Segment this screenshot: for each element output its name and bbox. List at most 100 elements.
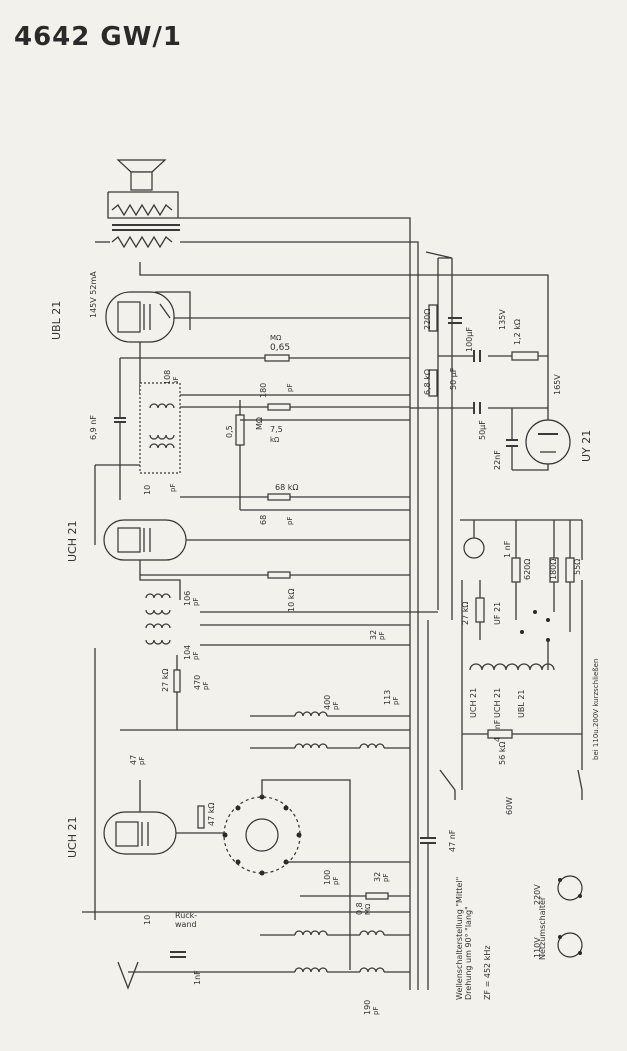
label-c10: 10: [143, 485, 152, 495]
label-heater-uch-b: UCH 21: [493, 688, 502, 718]
note-if-frequency: ZF = 452 kHz: [483, 945, 492, 1000]
label-r75: 7,5: [270, 425, 283, 434]
label-r08-unit: MΩ: [364, 903, 372, 915]
tube-uy21: [525, 419, 571, 465]
if-transformer-2: [145, 593, 171, 645]
resistor-12k: [511, 351, 539, 361]
resistor-68k: [267, 493, 291, 501]
model-title: 4642 GW/1: [14, 22, 183, 52]
label-c32-unit: pF: [378, 632, 386, 640]
label-tube-uch21-mixer: UCH 21: [66, 521, 79, 563]
label-c47: 47: [129, 755, 138, 765]
label-c106-unit: pF: [192, 598, 200, 606]
label-r27kb: 27 kΩ: [461, 602, 470, 625]
tube-ubl21: [105, 291, 175, 343]
label-r220: 220Ω: [423, 309, 432, 330]
label-c50u-b: 50µF: [478, 420, 487, 440]
label-heater-uch-a: UCH 21: [469, 688, 478, 718]
label-r135: 135V: [498, 309, 507, 330]
label-tube-ubl21: UBL 21: [50, 301, 63, 340]
label-c400: 400: [323, 695, 332, 710]
label-c104: 104: [183, 645, 192, 660]
label-r165: 165V: [553, 374, 562, 395]
resistor-56k: [487, 729, 513, 739]
label-tube-uy21: UY 21: [580, 430, 593, 462]
antenna-symbol: [117, 961, 139, 990]
label-r12k: 1,2 kΩ: [513, 319, 522, 345]
note-voltage: bei 110u.200V kurzschließen: [592, 659, 600, 760]
label-c470-unit: pF: [202, 682, 210, 690]
label-c10-unit: pF: [169, 484, 177, 492]
label-c69n: 6,9 nF: [89, 415, 98, 440]
resistor-47k: [197, 805, 205, 829]
label-r180: 180Ω: [549, 559, 558, 580]
output-transformer: [111, 203, 180, 249]
label-pot05-unit: MΩ: [255, 417, 264, 430]
label-rail-145v: 145V 52mA: [89, 271, 98, 318]
resistor-75k: [267, 403, 291, 411]
tube-uch21-mixer: [103, 519, 187, 561]
label-c106: 106: [183, 591, 192, 606]
resistor-68m: [428, 369, 438, 397]
pilot-lamp: [463, 537, 485, 559]
label-c190-unit: pF: [372, 1007, 380, 1015]
label-c50u: 50 µF: [449, 367, 458, 390]
note-switch-position: Wellenschalterstellung "Mittel"Drehung u…: [455, 877, 473, 1000]
label-r620: 620Ω: [523, 559, 532, 580]
label-heater-ubl: UBL 21: [517, 689, 526, 718]
label-c100u: 100µF: [465, 327, 474, 352]
label-c100-unit: pF: [332, 877, 340, 885]
label-c32b-unit: pF: [382, 874, 390, 882]
label-c104-unit: pF: [192, 652, 200, 660]
label-r47k: 47 kΩ: [207, 803, 216, 826]
label-v220: 220V: [533, 884, 542, 905]
label-r68m: 6,8 kΩ: [423, 369, 432, 395]
label-c68: 68: [259, 515, 268, 525]
label-c108: 108: [163, 370, 172, 385]
resistor-10k: [267, 571, 291, 579]
label-c400-unit: pF: [332, 702, 340, 710]
label-tube-uch21-input: UCH 21: [66, 817, 79, 859]
label-r75-unit: kΩ: [270, 436, 280, 444]
label-v110: 110V: [533, 937, 542, 958]
label-c190: 190: [363, 1000, 372, 1015]
label-c1nf: 1 nF: [503, 540, 512, 558]
label-r55: 55Ω: [573, 559, 582, 575]
label-uf21: UF 21: [493, 602, 502, 625]
resistor-065: [264, 354, 290, 362]
resistor-220: [428, 304, 438, 332]
label-pot05: 0,5: [225, 425, 234, 438]
label-c32b: 32: [373, 872, 382, 882]
label-c180: 180: [259, 383, 268, 398]
wave-band-switch[interactable]: [222, 794, 302, 876]
resistor-27kb: [475, 597, 485, 623]
if-transformer-1: [139, 382, 181, 474]
resistor-27k: [173, 669, 181, 693]
label-c113-unit: pF: [392, 697, 400, 705]
label-c10b: 10: [143, 915, 152, 925]
label-lamp: 60W: [505, 797, 514, 815]
label-c1n: 1nF: [193, 970, 202, 985]
label-r065-unit: MΩ: [270, 334, 282, 342]
resistor-08: [365, 892, 389, 900]
label-c47n: 47 nF: [448, 829, 457, 852]
label-netzumschalter: Netzumschalter: [538, 896, 547, 960]
label-r68k: 68 kΩ: [275, 483, 298, 492]
label-c108-unit: pF: [172, 377, 180, 385]
label-c47-unit: pF: [138, 757, 146, 765]
label-c32: 32: [369, 630, 378, 640]
label-r27k: 27 kΩ: [161, 669, 170, 692]
label-c470: 470: [193, 675, 202, 690]
loudspeaker: [116, 159, 167, 191]
voltage-selector[interactable]: [557, 875, 583, 958]
label-r56k: 56 kΩ: [498, 742, 507, 765]
label-r10k: 10 kΩ: [287, 589, 296, 612]
tube-uch21-input: [103, 811, 177, 855]
label-c68-unit: pF: [286, 517, 294, 525]
label-ruckwand: Rück-wand: [175, 911, 197, 929]
label-r065: 0,65: [270, 343, 290, 353]
label-c22n: 22nF: [493, 450, 502, 470]
label-c113: 113: [383, 690, 392, 705]
